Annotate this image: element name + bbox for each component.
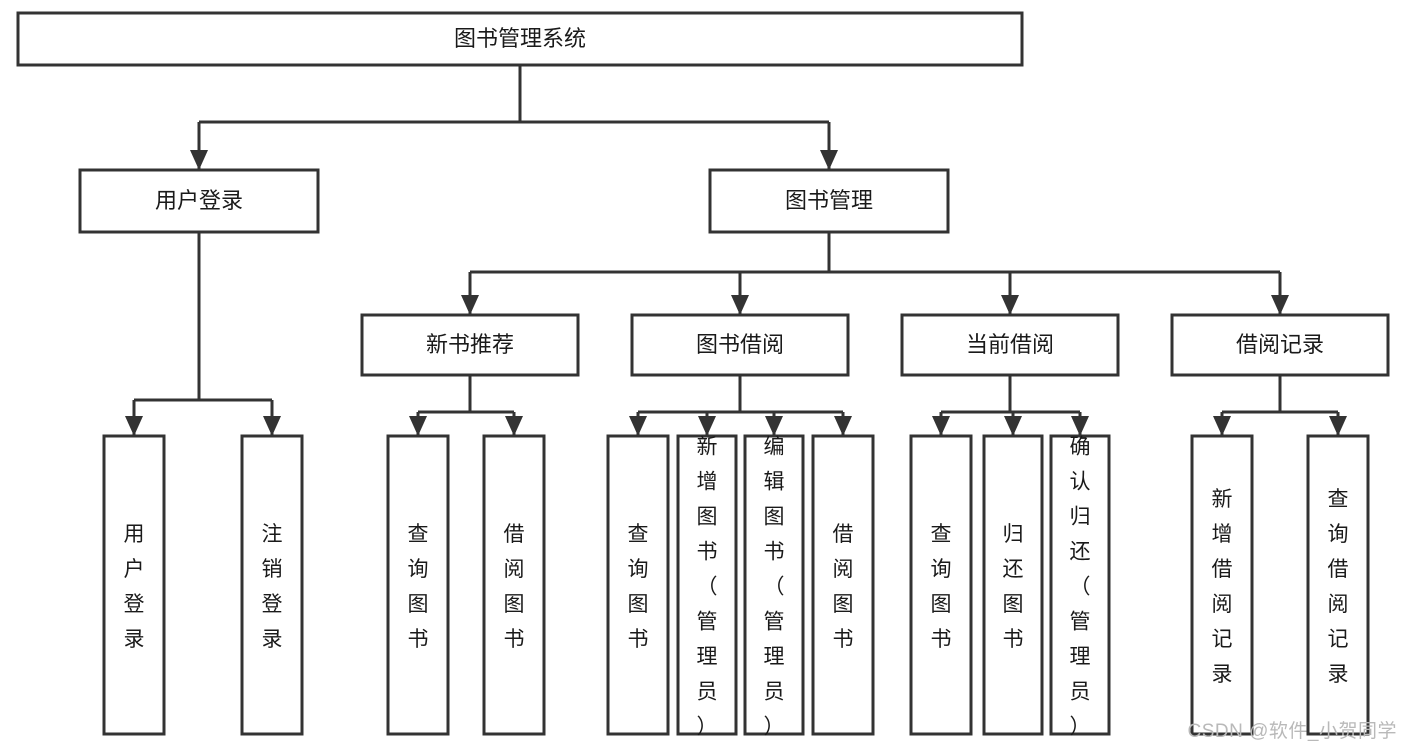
node-leaf-borrow-book-1[interactable]: 借阅图书 bbox=[482, 434, 546, 736]
arrow-head-icon bbox=[1071, 416, 1089, 436]
node-box bbox=[16, 11, 1024, 67]
connector-layer bbox=[125, 65, 1347, 436]
node-leaf-query-book-2[interactable]: 查询图书 bbox=[606, 434, 670, 736]
node-box bbox=[1049, 434, 1111, 736]
node-root[interactable]: 图书管理系统 bbox=[16, 11, 1024, 67]
arrow-head-icon bbox=[125, 416, 143, 436]
node-box bbox=[102, 434, 166, 736]
node-leaf-user-login[interactable]: 用户登录 bbox=[102, 434, 166, 736]
arrow-head-icon bbox=[1213, 416, 1231, 436]
node-label: 用户登录 bbox=[124, 523, 145, 651]
node-box bbox=[982, 434, 1044, 736]
node-label: 查询图书 bbox=[931, 523, 952, 651]
node-leaf-query-record[interactable]: 查询借阅记录 bbox=[1306, 434, 1370, 736]
node-current-borrow[interactable]: 当前借阅 bbox=[900, 313, 1120, 377]
csdn-watermark: CSDN @软件_小贺同学 bbox=[1187, 721, 1397, 742]
arrow-head-icon bbox=[765, 416, 783, 436]
node-label: 借阅图书 bbox=[833, 523, 854, 651]
node-leaf-query-book-1[interactable]: 查询图书 bbox=[386, 434, 450, 736]
node-leaf-add-record[interactable]: 新增借阅记录 bbox=[1190, 434, 1254, 736]
arrow-head-icon bbox=[1004, 416, 1022, 436]
node-box bbox=[1190, 434, 1254, 736]
node-box bbox=[240, 434, 304, 736]
arrow-head-icon bbox=[263, 416, 281, 436]
node-layer: 图书管理系统用户登录图书管理新书推荐图书借阅当前借阅借阅记录用户登录注销登录查询… bbox=[16, 11, 1390, 739]
arrow-head-icon bbox=[505, 416, 523, 436]
arrow-head-icon bbox=[1329, 416, 1347, 436]
node-label: 新增图书（管理员） bbox=[697, 436, 718, 739]
node-box bbox=[743, 434, 805, 736]
arrow-head-icon bbox=[190, 150, 208, 170]
arrow-head-icon bbox=[629, 416, 647, 436]
node-box bbox=[78, 168, 320, 234]
node-box bbox=[811, 434, 875, 736]
arrow-head-icon bbox=[461, 295, 479, 315]
node-label: 图书管理系统 bbox=[454, 26, 586, 51]
node-book-borrow[interactable]: 图书借阅 bbox=[630, 313, 850, 377]
node-box bbox=[482, 434, 546, 736]
node-new-book-rec[interactable]: 新书推荐 bbox=[360, 313, 580, 377]
node-leaf-logout[interactable]: 注销登录 bbox=[240, 434, 304, 736]
node-box bbox=[676, 434, 738, 736]
arrow-head-icon bbox=[698, 416, 716, 436]
node-leaf-query-book-3[interactable]: 查询图书 bbox=[909, 434, 973, 736]
node-label: 注销登录 bbox=[262, 523, 283, 651]
node-label: 查询借阅记录 bbox=[1328, 488, 1349, 686]
node-book-manage[interactable]: 图书管理 bbox=[708, 168, 950, 234]
arrow-head-icon bbox=[1001, 295, 1019, 315]
node-label: 归还图书 bbox=[1003, 523, 1024, 651]
node-label: 图书管理 bbox=[785, 188, 873, 213]
node-box bbox=[708, 168, 950, 234]
node-leaf-return-book[interactable]: 归还图书 bbox=[982, 434, 1044, 736]
node-label: 新书推荐 bbox=[426, 332, 514, 357]
arrow-head-icon bbox=[731, 295, 749, 315]
node-user-login[interactable]: 用户登录 bbox=[78, 168, 320, 234]
node-box bbox=[630, 313, 850, 377]
node-leaf-confirm-return[interactable]: 确认归还（管理员） bbox=[1049, 434, 1111, 739]
node-label: 查询图书 bbox=[408, 523, 429, 651]
node-leaf-borrow-book-2[interactable]: 借阅图书 bbox=[811, 434, 875, 736]
node-label: 借阅图书 bbox=[504, 523, 525, 651]
node-box bbox=[909, 434, 973, 736]
node-leaf-add-book[interactable]: 新增图书（管理员） bbox=[676, 434, 738, 739]
node-label: 确认归还（管理员） bbox=[1070, 436, 1091, 739]
node-label: 新增借阅记录 bbox=[1212, 488, 1233, 686]
node-box bbox=[1170, 313, 1390, 377]
node-label: 借阅记录 bbox=[1236, 332, 1324, 357]
node-box bbox=[1306, 434, 1370, 736]
arrow-head-icon bbox=[1271, 295, 1289, 315]
node-label: 当前借阅 bbox=[966, 332, 1054, 357]
node-leaf-edit-book[interactable]: 编辑图书（管理员） bbox=[743, 434, 805, 739]
node-borrow-record[interactable]: 借阅记录 bbox=[1170, 313, 1390, 377]
node-box bbox=[360, 313, 580, 377]
node-box bbox=[386, 434, 450, 736]
node-label: 查询图书 bbox=[628, 523, 649, 651]
node-box bbox=[606, 434, 670, 736]
node-label: 编辑图书（管理员） bbox=[764, 436, 785, 739]
node-box bbox=[900, 313, 1120, 377]
node-label: 用户登录 bbox=[155, 188, 243, 213]
arrow-head-icon bbox=[932, 416, 950, 436]
arrow-head-icon bbox=[820, 150, 838, 170]
arrow-head-icon bbox=[834, 416, 852, 436]
arrow-head-icon bbox=[409, 416, 427, 436]
node-label: 图书借阅 bbox=[696, 332, 784, 357]
